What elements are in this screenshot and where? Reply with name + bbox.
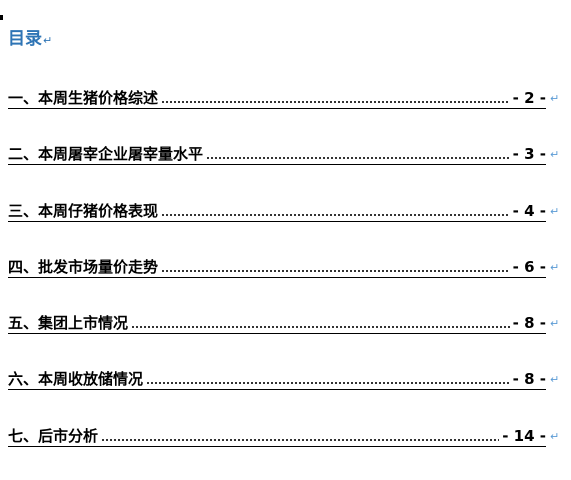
paragraph-mark-icon: ↵	[43, 34, 53, 47]
toc-page-number: - 6 -	[512, 257, 546, 276]
toc-dot-leader	[131, 325, 510, 330]
toc-entry-text: 五、集团上市情况	[8, 314, 129, 333]
toc-dot-leader	[206, 156, 510, 161]
toc-page-number: - 2 -	[512, 89, 546, 107]
toc-entry[interactable]: 二、本周屠宰企业屠宰量水平 - 3 - ↵	[8, 142, 568, 198]
toc-list: 一、本周生猪价格综述 - 2 - ↵ 二、本周屠宰企业屠宰量水平 - 3 - ↵…	[8, 86, 568, 480]
toc-page-number: - 14 -	[502, 426, 546, 445]
toc-title-text: 目录	[8, 29, 42, 49]
toc-entry-link[interactable]: 七、后市分析 - 14 -	[8, 424, 546, 447]
toc-entry-link[interactable]: 一、本周生猪价格综述 - 2 -	[8, 86, 546, 109]
toc-entry-text: 六、本周收放储情况	[8, 370, 144, 389]
toc-page-number: - 4 -	[512, 201, 546, 220]
paragraph-mark-icon: ↵	[550, 204, 560, 218]
toc-entry[interactable]: 六、本周收放储情况 - 8 - ↵	[8, 367, 568, 423]
toc-entry-text: 三、本周仔猪价格表现	[8, 201, 159, 220]
toc-entry[interactable]: 一、本周生猪价格综述 - 2 - ↵	[8, 86, 568, 142]
toc-entry-text: 七、后市分析	[8, 426, 99, 445]
toc-dot-leader	[161, 212, 510, 217]
paragraph-mark-icon: ↵	[550, 317, 560, 331]
toc-entry-link[interactable]: 四、批发市场量价走势 - 6 -	[8, 255, 546, 278]
toc-entry-text: 一、本周生猪价格综述	[8, 89, 159, 107]
toc-page-number: - 3 -	[512, 145, 546, 164]
paragraph-mark-icon: ↵	[550, 148, 560, 162]
paragraph-mark-icon: ↵	[550, 429, 560, 443]
toc-title: 目录↵	[8, 28, 52, 52]
toc-entry-link[interactable]: 五、集团上市情况 - 8 -	[8, 311, 546, 335]
toc-entry-text: 二、本周屠宰企业屠宰量水平	[8, 145, 204, 164]
toc-dot-leader	[161, 268, 510, 273]
text-cursor-mark	[0, 15, 3, 20]
toc-page-number: - 8 -	[512, 314, 546, 333]
toc-entry-link[interactable]: 六、本周收放储情况 - 8 -	[8, 367, 546, 391]
toc-entry-link[interactable]: 二、本周屠宰企业屠宰量水平 - 3 -	[8, 142, 546, 166]
toc-dot-leader	[146, 381, 510, 386]
paragraph-mark-icon: ↵	[550, 260, 560, 274]
toc-entry[interactable]: 三、本周仔猪价格表现 - 4 - ↵	[8, 199, 568, 255]
toc-entry-link[interactable]: 三、本周仔猪价格表现 - 4 -	[8, 199, 546, 222]
toc-entry[interactable]: 四、批发市场量价走势 - 6 - ↵	[8, 255, 568, 311]
paragraph-mark-icon: ↵	[550, 92, 560, 105]
toc-entry[interactable]: 五、集团上市情况 - 8 - ↵	[8, 311, 568, 367]
toc-entry-text: 四、批发市场量价走势	[8, 257, 159, 276]
toc-entry[interactable]: 七、后市分析 - 14 - ↵	[8, 424, 568, 480]
toc-dot-leader	[101, 437, 500, 442]
toc-page-number: - 8 -	[512, 370, 546, 389]
toc-dot-leader	[161, 100, 510, 104]
paragraph-mark-icon: ↵	[550, 373, 560, 387]
